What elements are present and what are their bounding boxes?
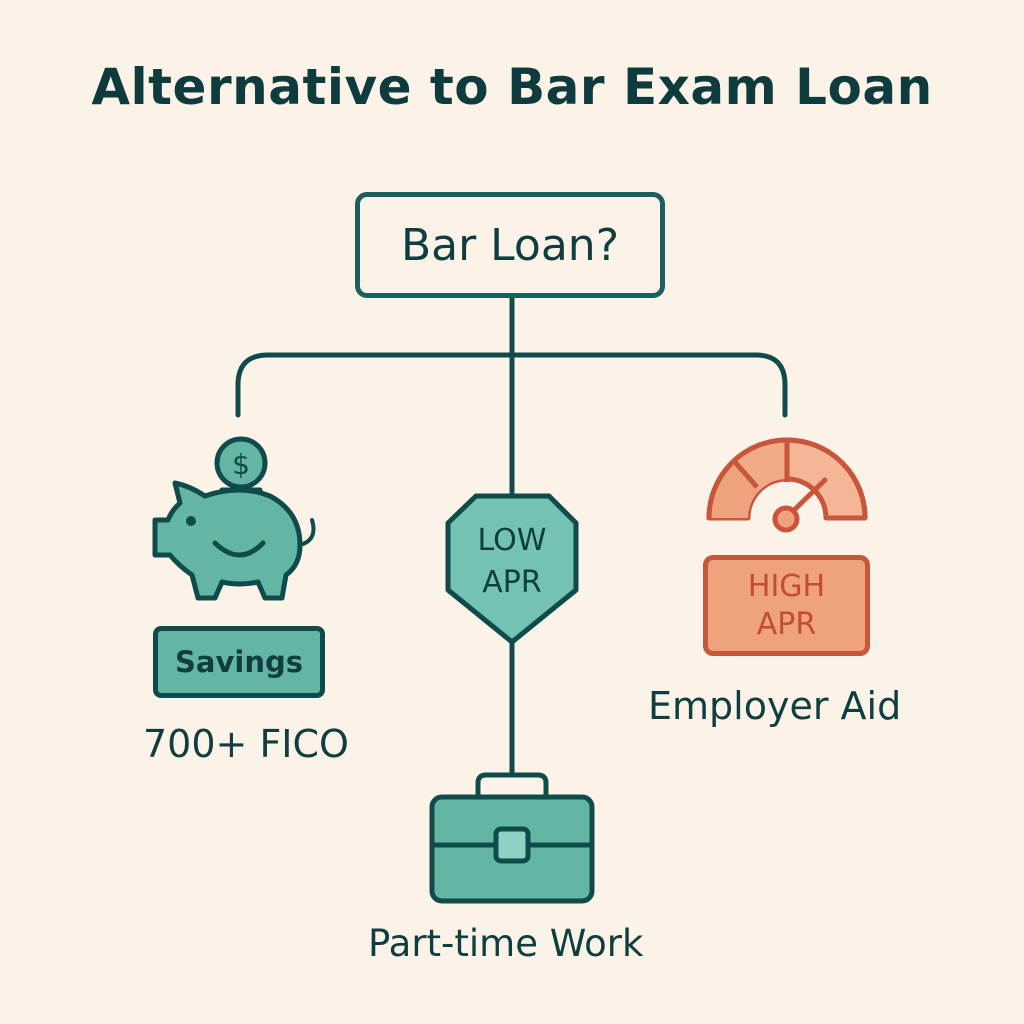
high-apr-line-2: APR [756, 606, 817, 642]
shield-icon [445, 493, 579, 645]
root-label: Bar Loan? [400, 219, 620, 271]
page-title: Alternative to Bar Exam Loan [91, 58, 933, 116]
root-decision-box: Bar Loan? [355, 192, 665, 298]
low-apr-line-2: APR [482, 565, 542, 600]
piggy-bank-icon: $ [152, 436, 316, 601]
part-time-work-caption: Part-time Work [368, 922, 644, 965]
savings-label: Savings [175, 645, 303, 679]
fico-caption: 700+ FICO [143, 722, 349, 766]
speedometer-gauge-icon [706, 437, 868, 533]
briefcase-icon [429, 772, 595, 904]
low-apr-badge: LOW APR [446, 520, 578, 604]
low-apr-line-1: LOW [477, 523, 547, 558]
high-apr-badge: HIGH APR [703, 555, 870, 656]
employer-aid-caption: Employer Aid [648, 684, 902, 728]
high-apr-line-1: HIGH [747, 568, 826, 604]
dollar-sign-icon: $ [232, 448, 250, 481]
savings-badge: Savings [153, 626, 325, 698]
